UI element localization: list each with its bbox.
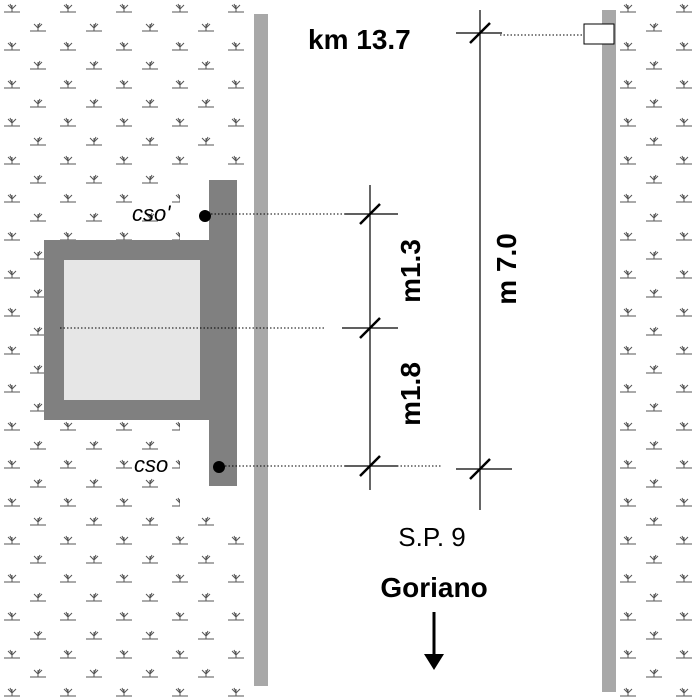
- km-label: km 13.7: [308, 24, 411, 55]
- direction-label: Goriano: [380, 572, 487, 603]
- km-marker: [583, 23, 615, 45]
- tick-upper: [359, 203, 381, 225]
- tick-width-bottom: [469, 458, 491, 480]
- building-interior: [64, 260, 200, 400]
- road-edge-right: [602, 10, 616, 692]
- tick-lower: [359, 455, 381, 477]
- road-name-label: S.P. 9: [398, 522, 465, 552]
- arrow-down-icon: [424, 612, 444, 670]
- offset-lower-label: m1.8: [395, 362, 426, 426]
- side-wall: [209, 180, 237, 486]
- road-edge-left: [254, 14, 268, 686]
- point-cso: [213, 461, 225, 473]
- point-upper-label: cso': [132, 201, 171, 226]
- tick-km: [469, 22, 491, 44]
- vegetation-right: [618, 0, 700, 700]
- tick-middle: [359, 317, 381, 339]
- point-lower-label: cso: [134, 452, 168, 477]
- point-cso-prime: [199, 210, 211, 222]
- offset-upper-label: m1.3: [395, 239, 426, 303]
- road-width-label: m 7.0: [491, 233, 522, 305]
